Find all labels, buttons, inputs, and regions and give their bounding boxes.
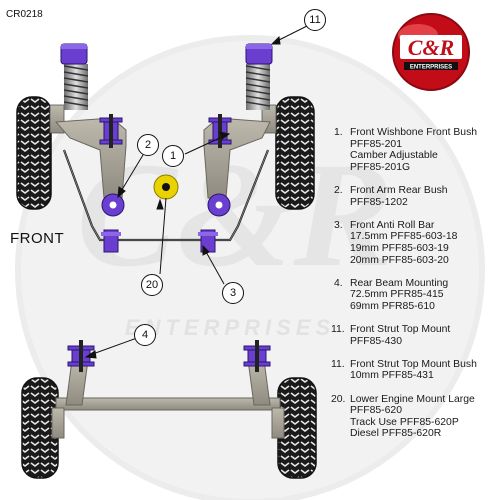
- front-right-spring: [245, 64, 271, 110]
- part-code: 17.5mm PFF85-603-18: [350, 231, 458, 243]
- part-number: 2.: [334, 184, 343, 196]
- part-name: Front Wishbone Front Bush: [350, 127, 478, 138]
- part-name: Front Anti Roll Bar: [350, 219, 435, 231]
- watermark: C&R ENTERPRISES: [15, 35, 485, 500]
- part-name: Front Arm Rear Bush: [350, 184, 448, 196]
- part-code: 72.5mm PFR85-415: [350, 289, 444, 301]
- front-left-spring: [63, 64, 89, 110]
- front-right-wheel: [275, 96, 315, 210]
- left-anti-roll-bar-bush: [101, 229, 121, 253]
- part-code: Track Use PFF85-620P: [350, 416, 459, 428]
- callout-4: 4: [134, 324, 156, 346]
- part-number: 11.: [331, 358, 345, 370]
- part-name: Front Strut Top Mount: [350, 324, 451, 336]
- logo-subtext: ENTERPRISES: [410, 65, 452, 71]
- part-code: 69mm PFR85-610: [350, 300, 435, 312]
- part-number: 20.: [331, 393, 346, 405]
- diagram-code: CR0218: [6, 9, 43, 20]
- part-code: 10mm PFF85-431: [350, 370, 434, 382]
- front-anti-roll-bar: [62, 149, 270, 242]
- callout-11: 11: [304, 9, 326, 31]
- part-code: PFF85-201G: [350, 161, 411, 173]
- callout-3: 3: [222, 282, 244, 304]
- front-label: FRONT: [10, 230, 65, 247]
- part-code: 20mm PFF85-603-20: [350, 254, 449, 266]
- left-rear-beam-mounting: [67, 340, 95, 372]
- watermark-main-text: C&R: [77, 132, 394, 298]
- part-number: 11.: [331, 324, 345, 336]
- part-code: PFF85-620: [350, 405, 402, 417]
- callout-20: 20: [141, 274, 163, 296]
- part-code: PFF85-201: [350, 138, 402, 150]
- part-code: Diesel PFF85-620R: [350, 428, 442, 440]
- right-anti-roll-bar-bush: [198, 229, 218, 253]
- callout-1: 1: [162, 145, 184, 167]
- front-left-wheel: [16, 96, 52, 210]
- part-number: 4.: [334, 277, 343, 289]
- callout-2: 2: [137, 134, 159, 156]
- watermark-sub-text: ENTERPRISES: [125, 315, 335, 340]
- right-arm-rear-bush: [207, 193, 231, 217]
- part-code: PFF85-1202: [350, 196, 408, 208]
- left-arm-rear-bush: [101, 193, 125, 217]
- left-wishbone-front-bush: [99, 114, 123, 148]
- part-name: Front Strut Top Mount Bush: [350, 358, 477, 370]
- right-rear-beam-mounting: [243, 340, 271, 372]
- part-code: 19mm PFF85-603-19: [350, 242, 449, 254]
- front-right-strut-top-mount: [245, 43, 273, 65]
- logo-text: C&R: [408, 35, 454, 60]
- part-name: Lower Engine Mount Large: [350, 393, 475, 405]
- part-code: PFF85-430: [350, 335, 402, 347]
- brand-logo: C&R ENTERPRISES: [392, 13, 470, 91]
- front-left-strut-top-mount: [60, 43, 88, 65]
- part-name: Rear Beam Mounting: [350, 277, 449, 289]
- leader-lines: [84, 25, 308, 359]
- part-code: Camber Adjustable: [350, 150, 438, 162]
- part-number: 1.: [334, 127, 343, 138]
- part-number: 3.: [334, 219, 343, 231]
- lower-engine-mount: [153, 174, 179, 200]
